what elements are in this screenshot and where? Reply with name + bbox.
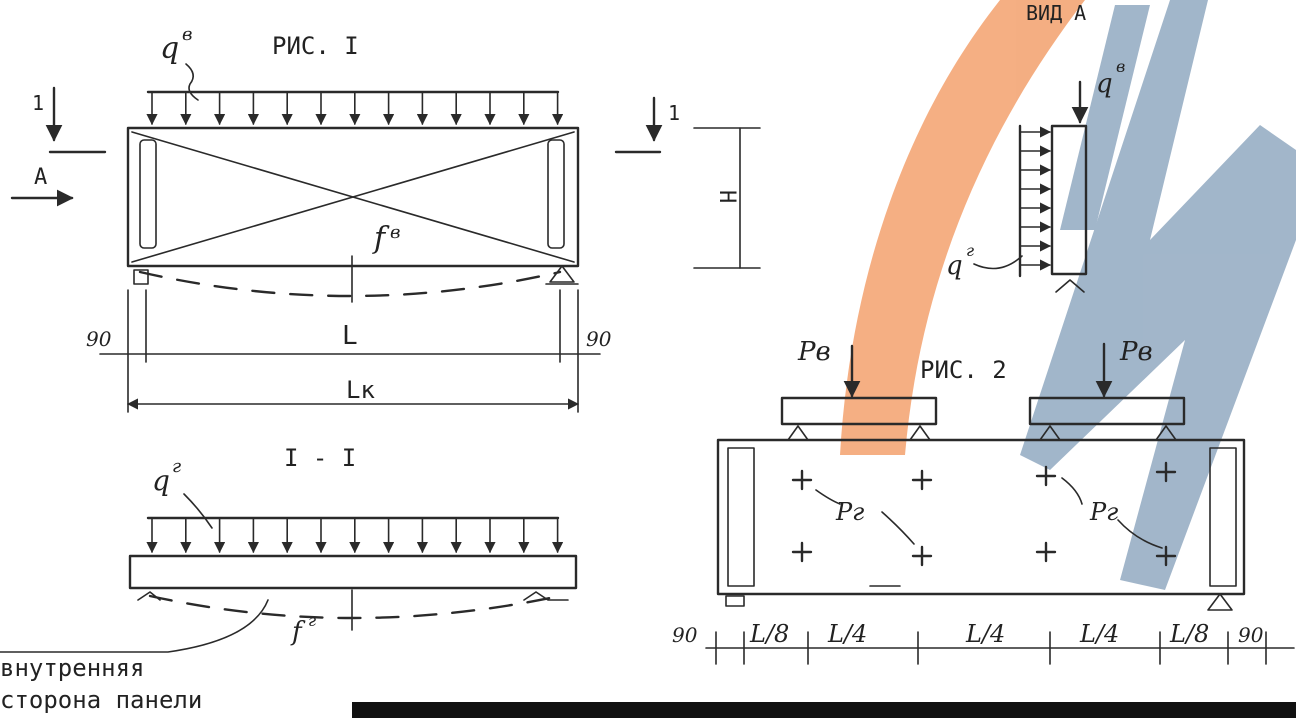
spreader-beam-left [780, 396, 938, 426]
view-a: ВИД А q в q г [946, 1, 1125, 293]
p-vertical-label-right: Pв [1119, 337, 1153, 367]
point-marker [1035, 541, 1057, 563]
deflection-curve-top [138, 270, 562, 298]
load-arrows-top [146, 91, 564, 126]
p-horizontal-leader-left [815, 489, 915, 545]
p-horizontal-label-left: Pг [835, 498, 864, 526]
deflection-curve-section [148, 594, 562, 620]
cut-mark-right-label: 1 [668, 101, 680, 125]
dim-label: L/8 [1169, 620, 1209, 648]
q-horizontal-leader [183, 493, 213, 529]
plus-markers [791, 461, 1177, 567]
support-roller-left [133, 269, 149, 285]
bottom-border-bar [352, 702, 1296, 718]
fig2-dim-labels: 90 L/8 L/4 L/4 L/4 L/8 90 [672, 620, 1264, 648]
fig2-end-rib-right [1209, 447, 1237, 587]
watermark-blue-streak [1060, 5, 1150, 230]
watermark-blue-bolt [1020, 0, 1296, 590]
p-horizontal-leader-right [1061, 477, 1163, 549]
point-marker [1155, 461, 1177, 483]
point-marker [791, 469, 813, 491]
watermark-orange-arc [840, 0, 1085, 455]
dim-label: L/8 [749, 620, 789, 648]
view-a-q-vertical-sup: в [1116, 57, 1125, 76]
load-arrows-section [146, 517, 564, 554]
dim-label: L/4 [1079, 620, 1119, 648]
dim-label: 90 [672, 623, 698, 647]
q-vertical-label: q [160, 31, 179, 66]
point-marker [1035, 465, 1057, 487]
q-horizontal-sup: г [172, 456, 181, 477]
fig2-support-right [1207, 593, 1233, 611]
spreader-beam-right [1028, 396, 1186, 426]
view-a-q-vertical: q [1096, 69, 1113, 99]
note-line-1: внутренняя [0, 654, 145, 682]
dim-label: L/4 [827, 620, 867, 648]
panel-end-rib-right [547, 139, 565, 249]
point-marker [1155, 545, 1177, 567]
cut-mark-left-label: 1 [32, 91, 44, 115]
figure-1: РИС. I q в f в 1 A 1 H [10, 24, 761, 413]
figure-2: РИС. 2 Pв Pв Pг Pг 90 L/8 L/4 L/4 L/4 L/8 90 [672, 337, 1295, 665]
view-a-q-horizontal-sup: г [966, 241, 974, 260]
panel-outline [126, 126, 580, 268]
fig2-support-left [725, 595, 745, 607]
arrow-a-label: A [34, 165, 47, 190]
point-marker [791, 541, 813, 563]
note-line-2: сторона панели [0, 686, 202, 714]
view-a-q-horizontal-leader [973, 255, 1023, 270]
section-i-i: I - I q г f г внутренняя сторона панели [0, 444, 578, 714]
offset-left-label: 90 [86, 327, 112, 351]
view-a-title: ВИД А [1026, 1, 1086, 25]
load-arrows-side [1019, 126, 1052, 271]
fig2-end-rib-left [727, 447, 755, 587]
span-label: L [342, 321, 358, 351]
view-a-support [1055, 279, 1085, 293]
f-horizontal-label: f [290, 617, 306, 647]
watermark-logo [840, 0, 1296, 590]
f-vertical-label: f [372, 221, 390, 256]
f-vertical-sup: в [390, 222, 400, 243]
length-label: Lк [346, 376, 375, 404]
dim-label: 90 [1238, 623, 1264, 647]
view-a-q-horizontal: q [946, 251, 963, 281]
height-label: H [714, 190, 739, 203]
dim-label: L/4 [965, 620, 1005, 648]
offset-right-label: 90 [586, 327, 612, 351]
f-horizontal-sup: г [308, 611, 316, 630]
point-marker [911, 545, 933, 567]
q-vertical-sup: в [182, 24, 192, 45]
fig1-title: РИС. I [272, 32, 359, 60]
section-panel [128, 554, 578, 590]
p-horizontal-label-right: Pг [1089, 498, 1118, 526]
note-leader [0, 599, 269, 653]
view-a-panel [1050, 124, 1088, 276]
point-marker [911, 469, 933, 491]
q-vertical-leader [185, 63, 199, 101]
p-vertical-label-left: Pв [797, 337, 831, 367]
fig2-panel [716, 438, 1246, 596]
section-supports [137, 591, 569, 601]
panel-diagonal-2 [131, 131, 575, 263]
section-title: I - I [284, 444, 356, 472]
fig2-dim-ticks [715, 631, 1267, 665]
fig2-title: РИС. 2 [920, 356, 1007, 384]
support-pin-right [545, 265, 579, 285]
q-horizontal-label: q [152, 464, 170, 497]
panel-end-rib-left [139, 139, 157, 249]
